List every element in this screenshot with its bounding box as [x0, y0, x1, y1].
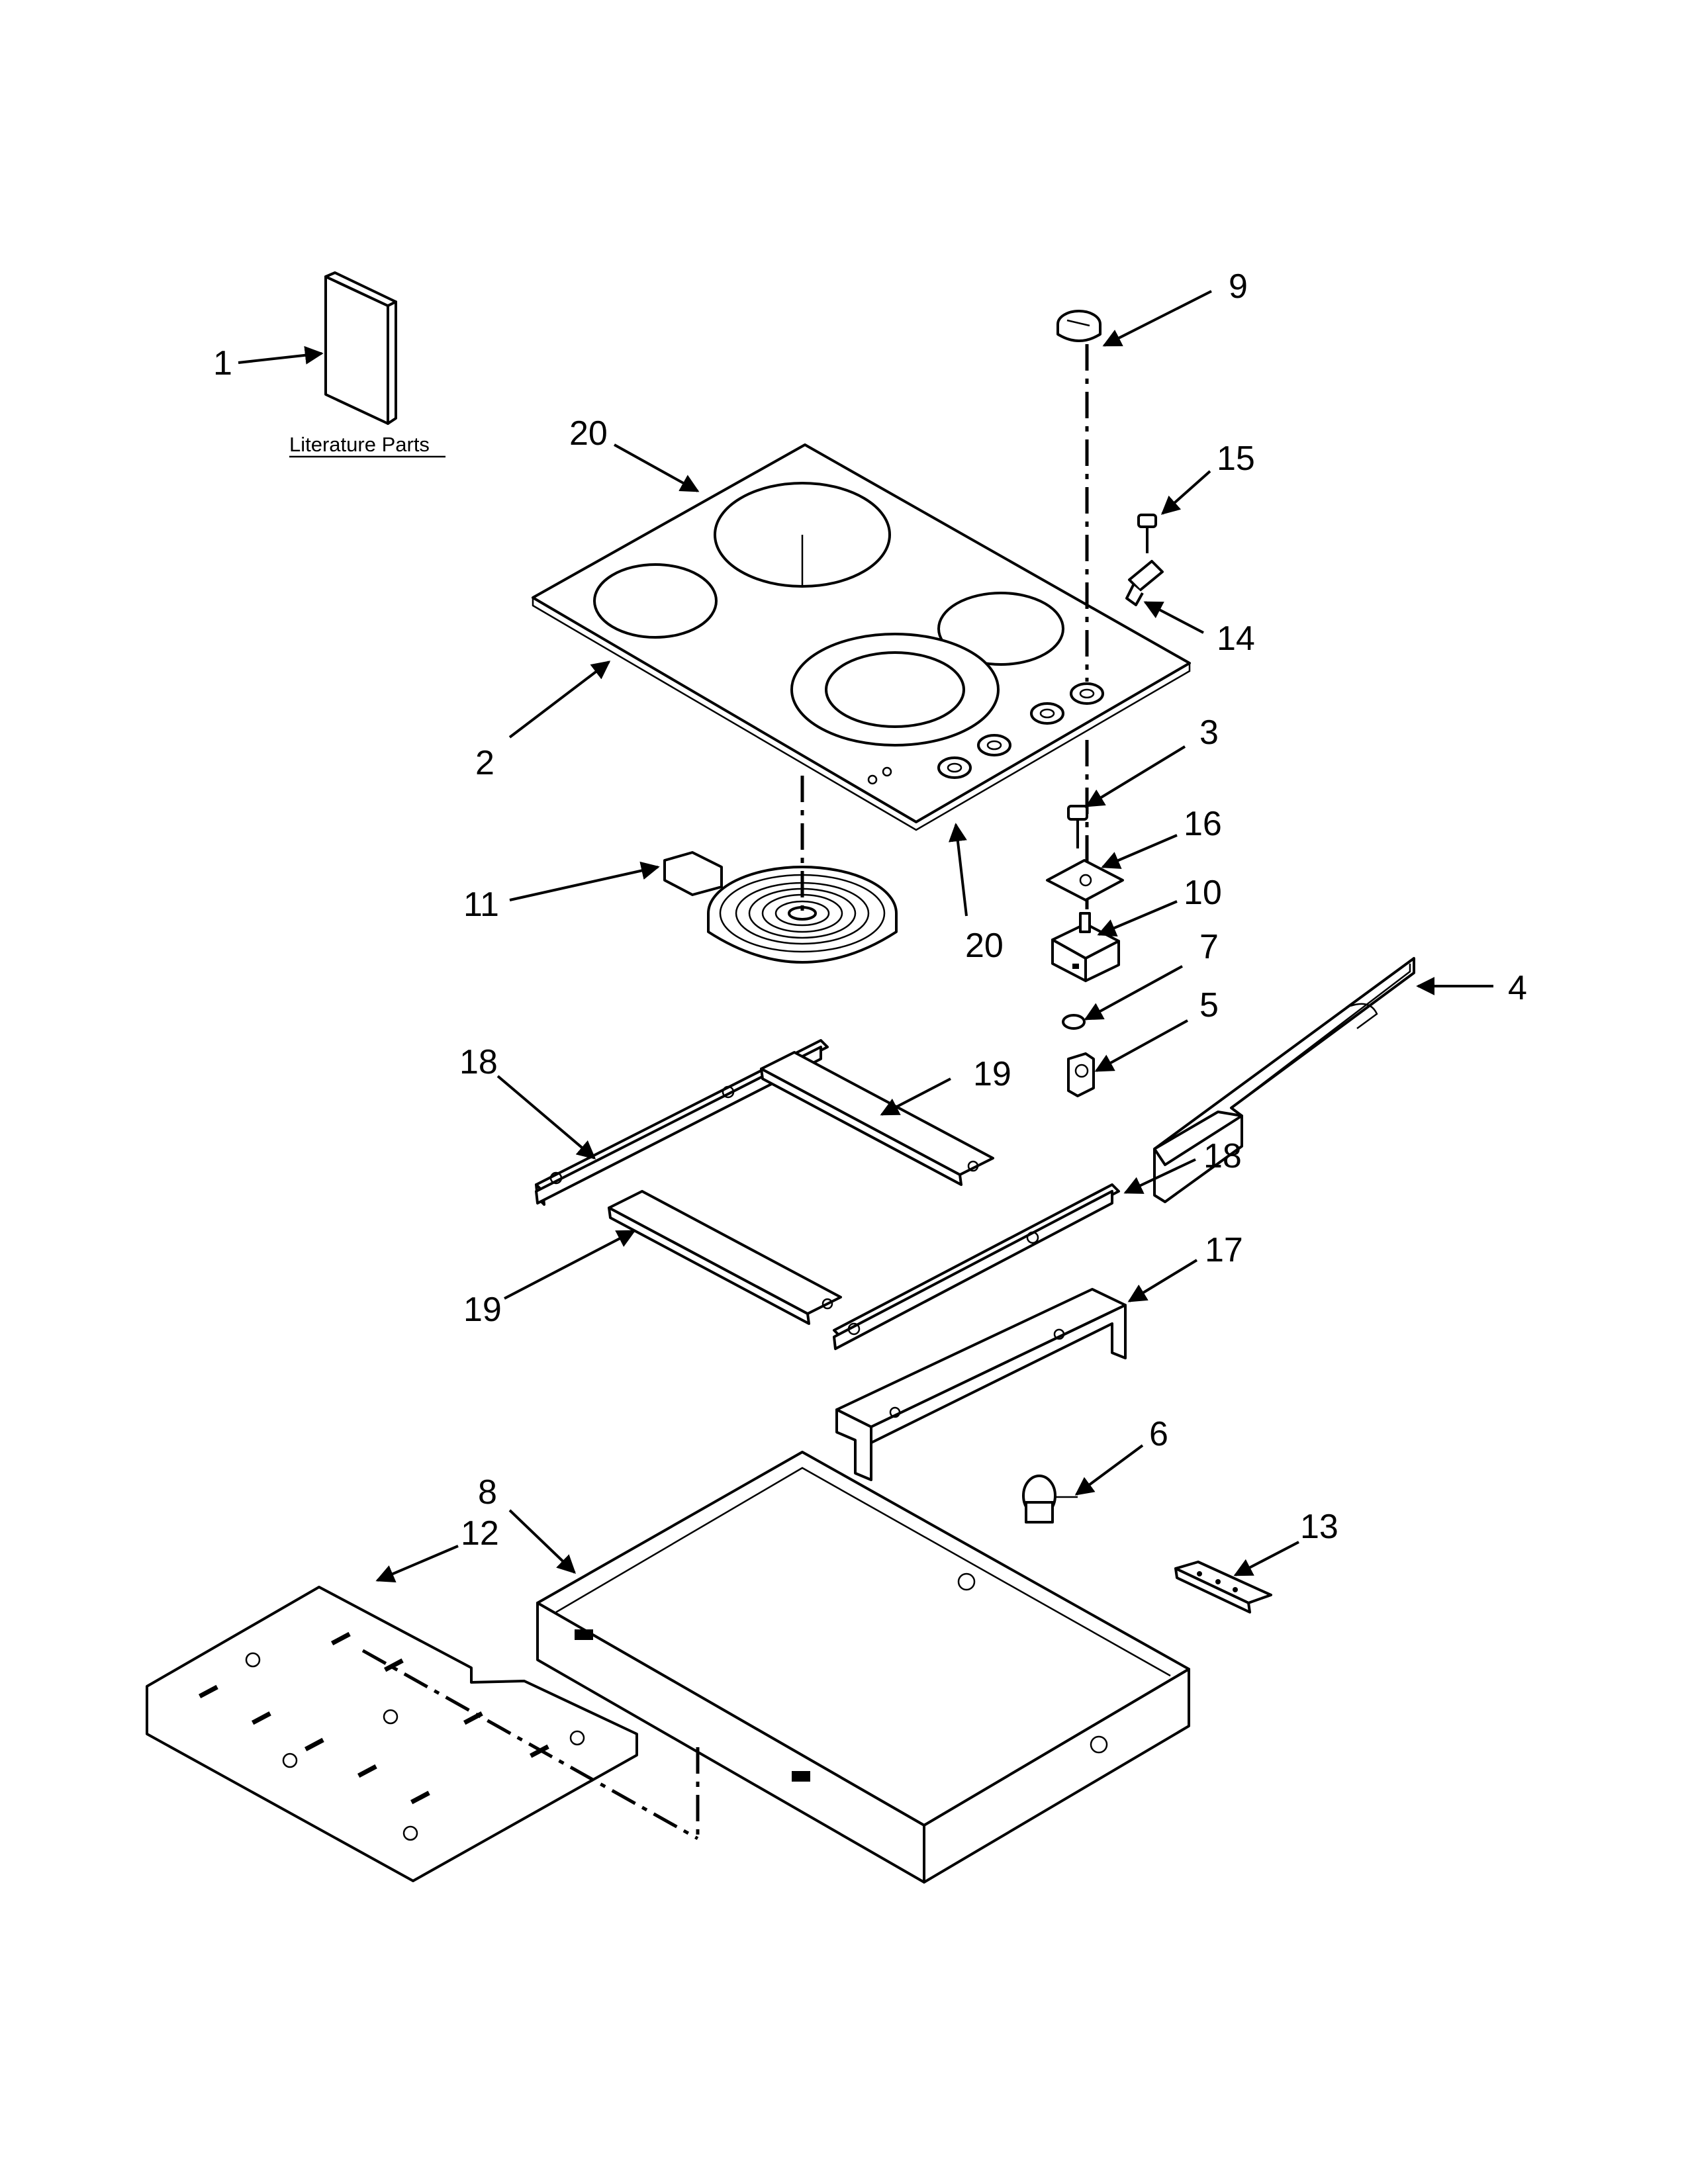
switch-bracket-5	[1067, 1052, 1095, 1097]
support-rail-18-upper	[535, 1039, 829, 1206]
callout-5: 5	[1199, 986, 1219, 1024]
burner-box	[536, 1451, 1190, 1884]
leader-20b	[948, 823, 968, 917]
callout-8: 8	[478, 1473, 497, 1512]
cooktop-glass-top	[532, 443, 1191, 831]
control-knob	[1056, 310, 1102, 342]
burner-outline-right	[937, 592, 1064, 666]
infinite-switch	[1051, 912, 1120, 982]
callout-19-upper: 19	[973, 1055, 1011, 1093]
callout-6: 6	[1149, 1415, 1168, 1453]
burner-outline-left	[593, 563, 718, 639]
radiant-surface-element	[663, 851, 898, 964]
callout-1: 1	[213, 344, 232, 383]
cooktop-clip	[1125, 560, 1164, 606]
limit-switch	[1022, 1475, 1078, 1524]
literature-booklet	[324, 271, 397, 425]
leader-18a	[496, 1075, 596, 1160]
callout-3: 3	[1199, 713, 1219, 752]
heat-shield-assembly-line	[361, 1649, 699, 1841]
callout-16: 16	[1184, 805, 1222, 843]
callout-12: 12	[461, 1514, 499, 1553]
callout-9: 9	[1229, 267, 1248, 306]
screw-3	[1067, 805, 1088, 848]
leader-16	[1101, 834, 1178, 869]
leader-2	[508, 660, 611, 739]
leader-12	[375, 1545, 459, 1582]
callout-7: 7	[1199, 928, 1219, 966]
leader-15	[1160, 470, 1211, 515]
callout-19-lower: 19	[463, 1291, 502, 1329]
small-mounting-bracket	[1174, 1561, 1272, 1614]
leader-8	[508, 1509, 577, 1574]
callout-2: 2	[475, 744, 494, 782]
callout-10: 10	[1184, 874, 1222, 912]
support-rail-18-lower	[833, 1183, 1120, 1350]
screw-15	[1137, 514, 1157, 553]
callout-11: 11	[463, 886, 499, 924]
callout-14: 14	[1217, 619, 1255, 658]
callout-20-upper: 20	[569, 414, 608, 453]
callout-13: 13	[1300, 1508, 1338, 1546]
callout-4: 4	[1508, 969, 1527, 1007]
leader-9	[1102, 290, 1212, 347]
leader-3	[1085, 745, 1186, 807]
leader-11	[509, 861, 660, 901]
bottom-heat-shield	[146, 1586, 638, 1882]
leader-19a	[880, 1077, 951, 1116]
callout-20-lower: 20	[965, 927, 1004, 965]
element-terminal-block	[663, 851, 723, 896]
leader-17	[1127, 1259, 1198, 1302]
literature-parts-label: Literature Parts	[289, 433, 430, 456]
support-channel-19-lower	[608, 1190, 842, 1325]
leader-13	[1233, 1541, 1299, 1576]
leader-10	[1097, 900, 1178, 937]
leader-18b	[1123, 1158, 1196, 1194]
leader-14	[1143, 601, 1204, 634]
leader-1	[238, 345, 324, 365]
switch-insulator	[1046, 859, 1124, 901]
support-channel-19-upper	[760, 1051, 994, 1186]
callout-15: 15	[1217, 439, 1255, 478]
leader-6	[1074, 1444, 1144, 1496]
leader-5	[1094, 1019, 1188, 1072]
element-support-bracket	[835, 1288, 1127, 1481]
control-knob-holes	[867, 682, 1104, 785]
rear-mounting-bracket	[1153, 957, 1415, 1203]
leader-19b	[504, 1230, 636, 1300]
callout-18-upper: 18	[459, 1043, 498, 1081]
switch-nut	[1062, 1014, 1086, 1030]
callout-17: 17	[1205, 1231, 1243, 1269]
leader-7	[1084, 965, 1183, 1021]
callout-18-lower: 18	[1203, 1137, 1242, 1175]
leader-20a	[614, 443, 700, 492]
